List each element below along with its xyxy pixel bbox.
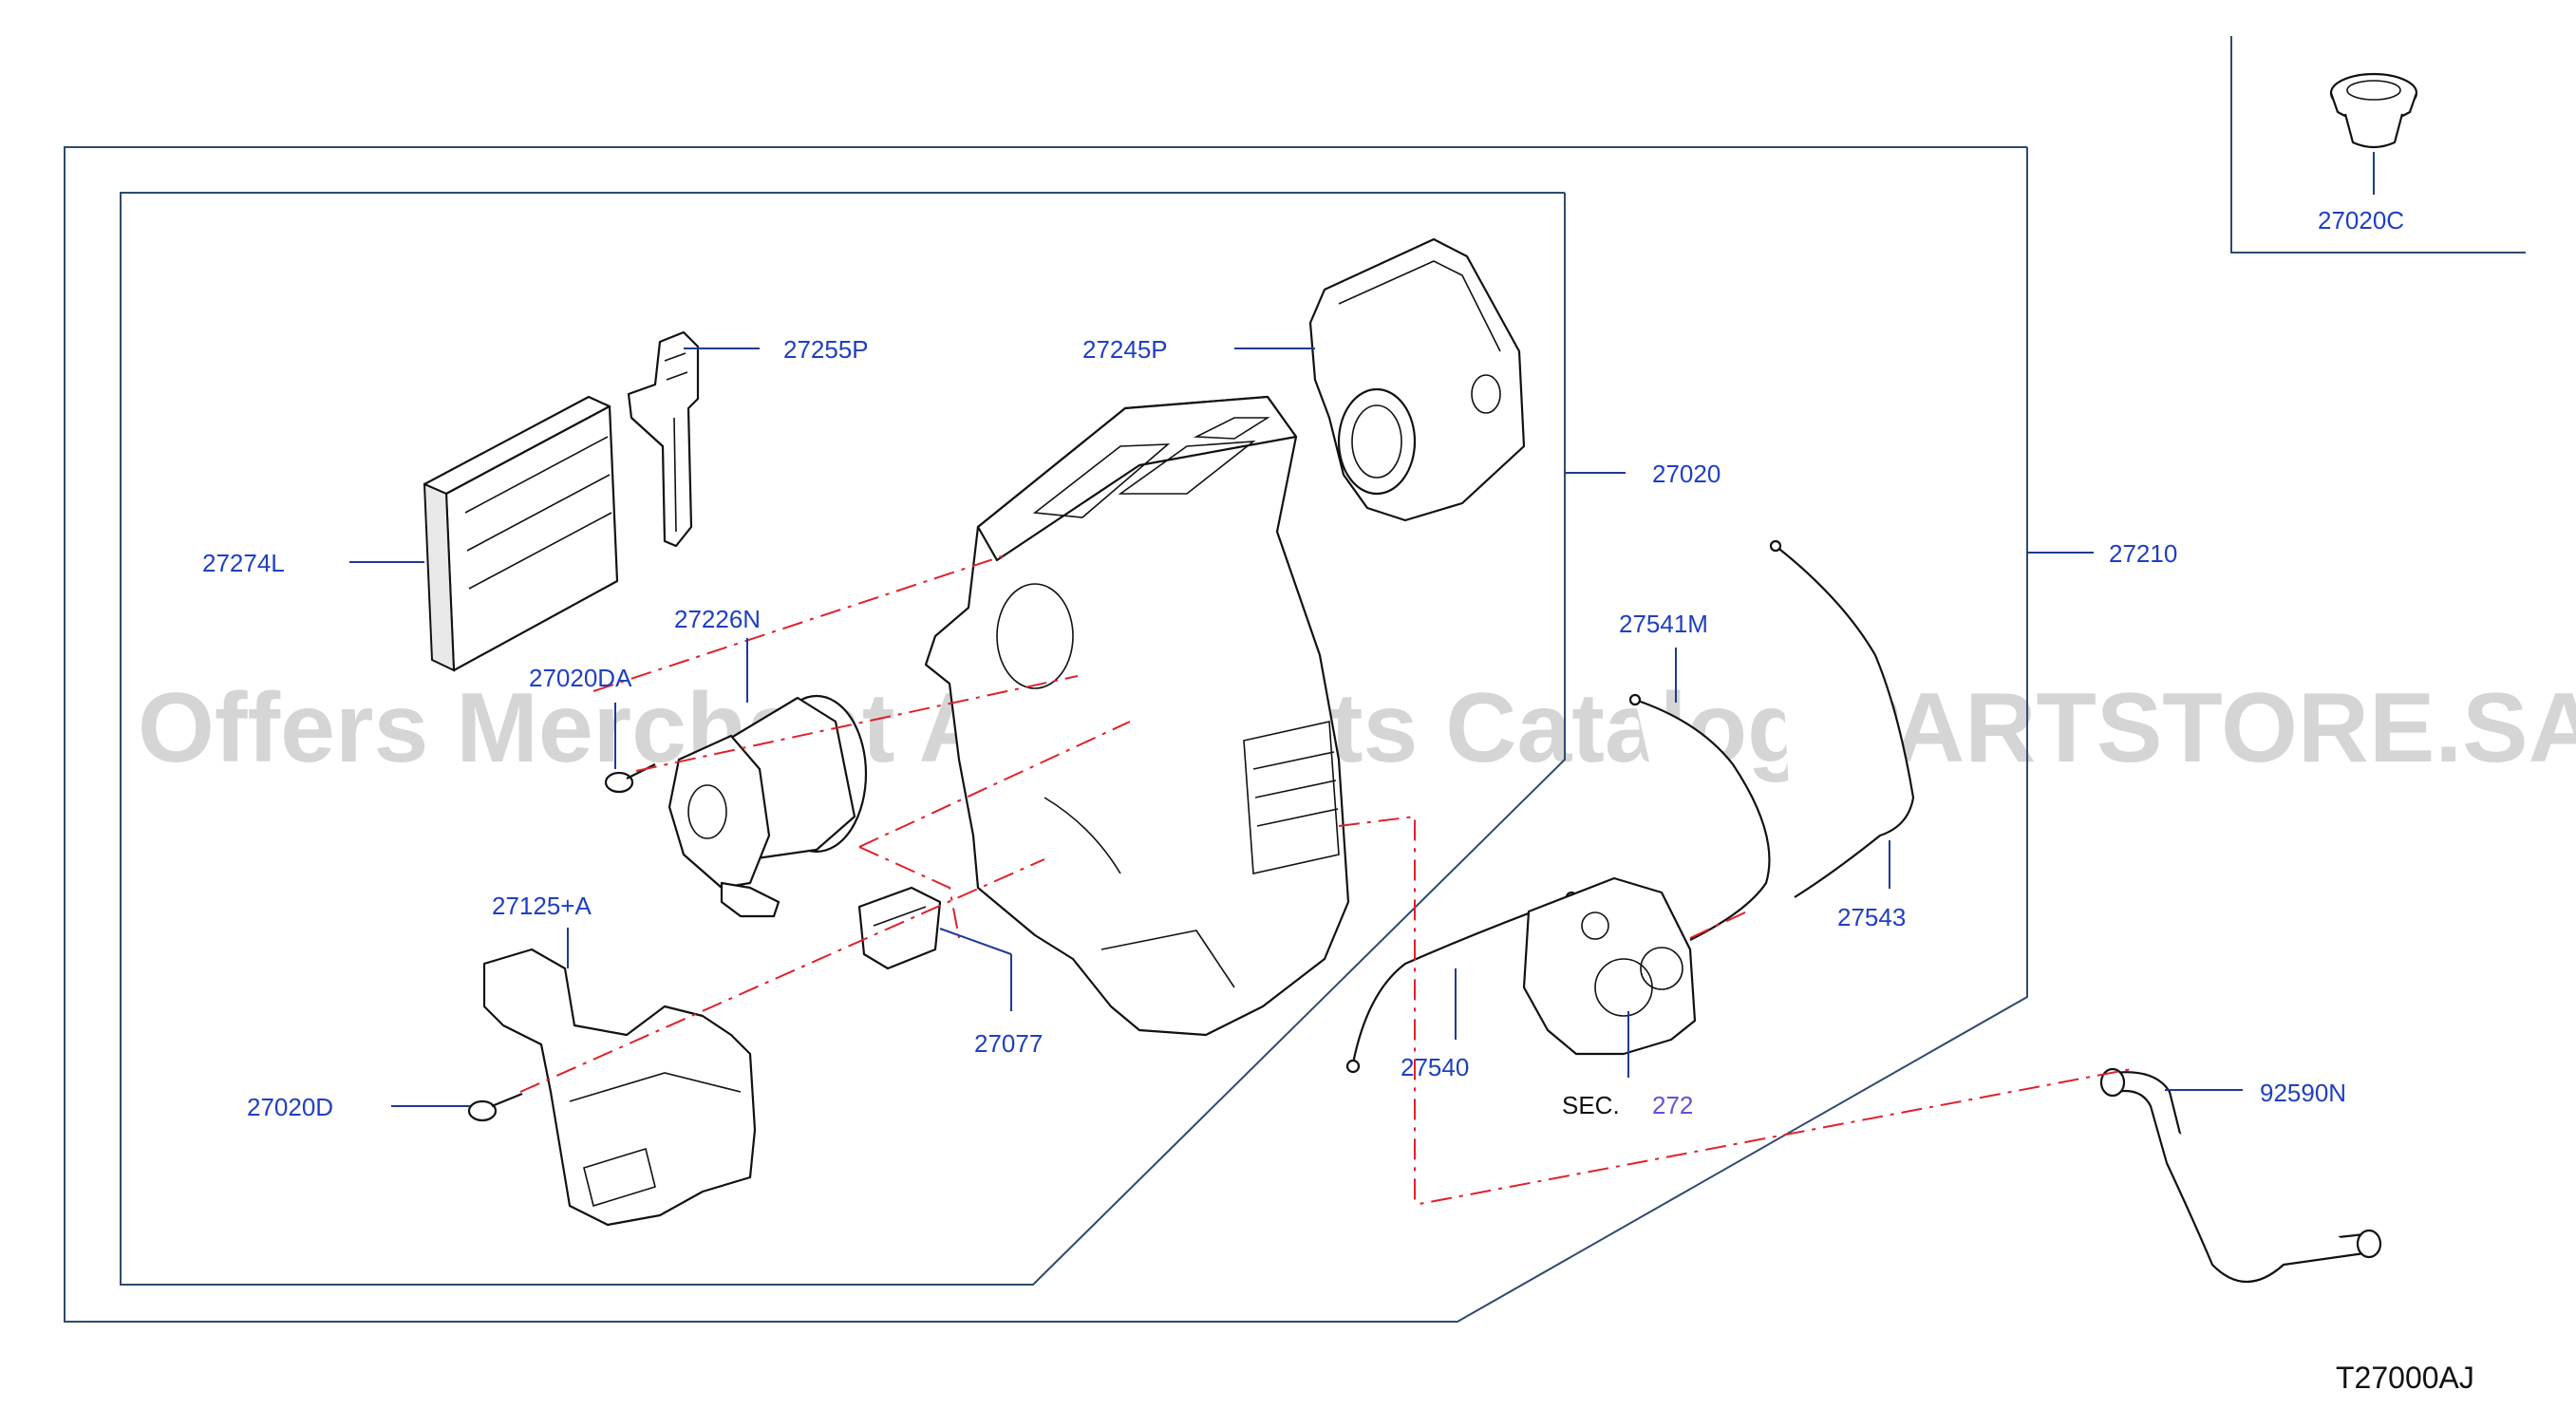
diagram-code: T27000AJ (2336, 1361, 2474, 1395)
label-27226N[interactable]: 27226N (674, 605, 761, 633)
leader-lines (349, 152, 2375, 1107)
label-27020DA[interactable]: 27020DA (529, 664, 632, 692)
cable-27541M-graphic[interactable] (1628, 693, 1771, 941)
label-27543[interactable]: 27543 (1837, 903, 1906, 931)
cable-27543-graphic[interactable] (1769, 539, 1915, 898)
label-27210[interactable]: 27210 (2109, 539, 2177, 568)
intake-duct-27245P-graphic[interactable] (1308, 237, 1526, 522)
label-27245P[interactable]: 27245P (1082, 335, 1168, 364)
hose-92590N-graphic[interactable] (2099, 1067, 2382, 1284)
watermark-text: Offers Merchant Auto Parts Catalog PARTS… (138, 673, 2576, 783)
cabin-filter-27274L-graphic[interactable] (423, 395, 619, 672)
phantom-lines (519, 554, 2137, 1206)
resistor-27077-graphic[interactable] (857, 886, 942, 970)
grommet-27020C-graphic[interactable] (2329, 72, 2418, 149)
heater-unit-27020-graphic[interactable] (924, 395, 1350, 1037)
label-27274L[interactable]: 27274L (202, 549, 285, 577)
label-27077[interactable]: 27077 (974, 1029, 1043, 1058)
label-27541M[interactable]: 27541M (1619, 610, 1708, 638)
control-panel-graphic[interactable] (1522, 876, 1697, 1056)
label-27020[interactable]: 27020 (1652, 460, 1720, 488)
label-27020C[interactable]: 27020C (2318, 206, 2404, 235)
label-27255P[interactable]: 27255P (783, 335, 869, 364)
label-27540[interactable]: 27540 (1401, 1053, 1469, 1081)
screw-27020DA-graphic[interactable] (604, 763, 656, 794)
label-27125A[interactable]: 27125+A (492, 892, 592, 920)
section-ref-number[interactable]: 272 (1652, 1091, 1693, 1119)
blower-motor-27226N-graphic[interactable] (668, 694, 868, 918)
screw-27020D-graphic[interactable] (467, 1092, 523, 1122)
accessory-box-frame (2230, 36, 2526, 254)
inner-assembly-frame (120, 192, 1566, 1286)
label-27020D[interactable]: 27020D (247, 1093, 333, 1121)
label-92590N[interactable]: 92590N (2260, 1079, 2346, 1107)
cover-27125A-graphic[interactable] (482, 948, 757, 1227)
section-ref-prefix: SEC. (1562, 1091, 1620, 1119)
outer-assembly-frame (64, 146, 2028, 1323)
bracket-27255P-graphic[interactable] (627, 330, 700, 548)
